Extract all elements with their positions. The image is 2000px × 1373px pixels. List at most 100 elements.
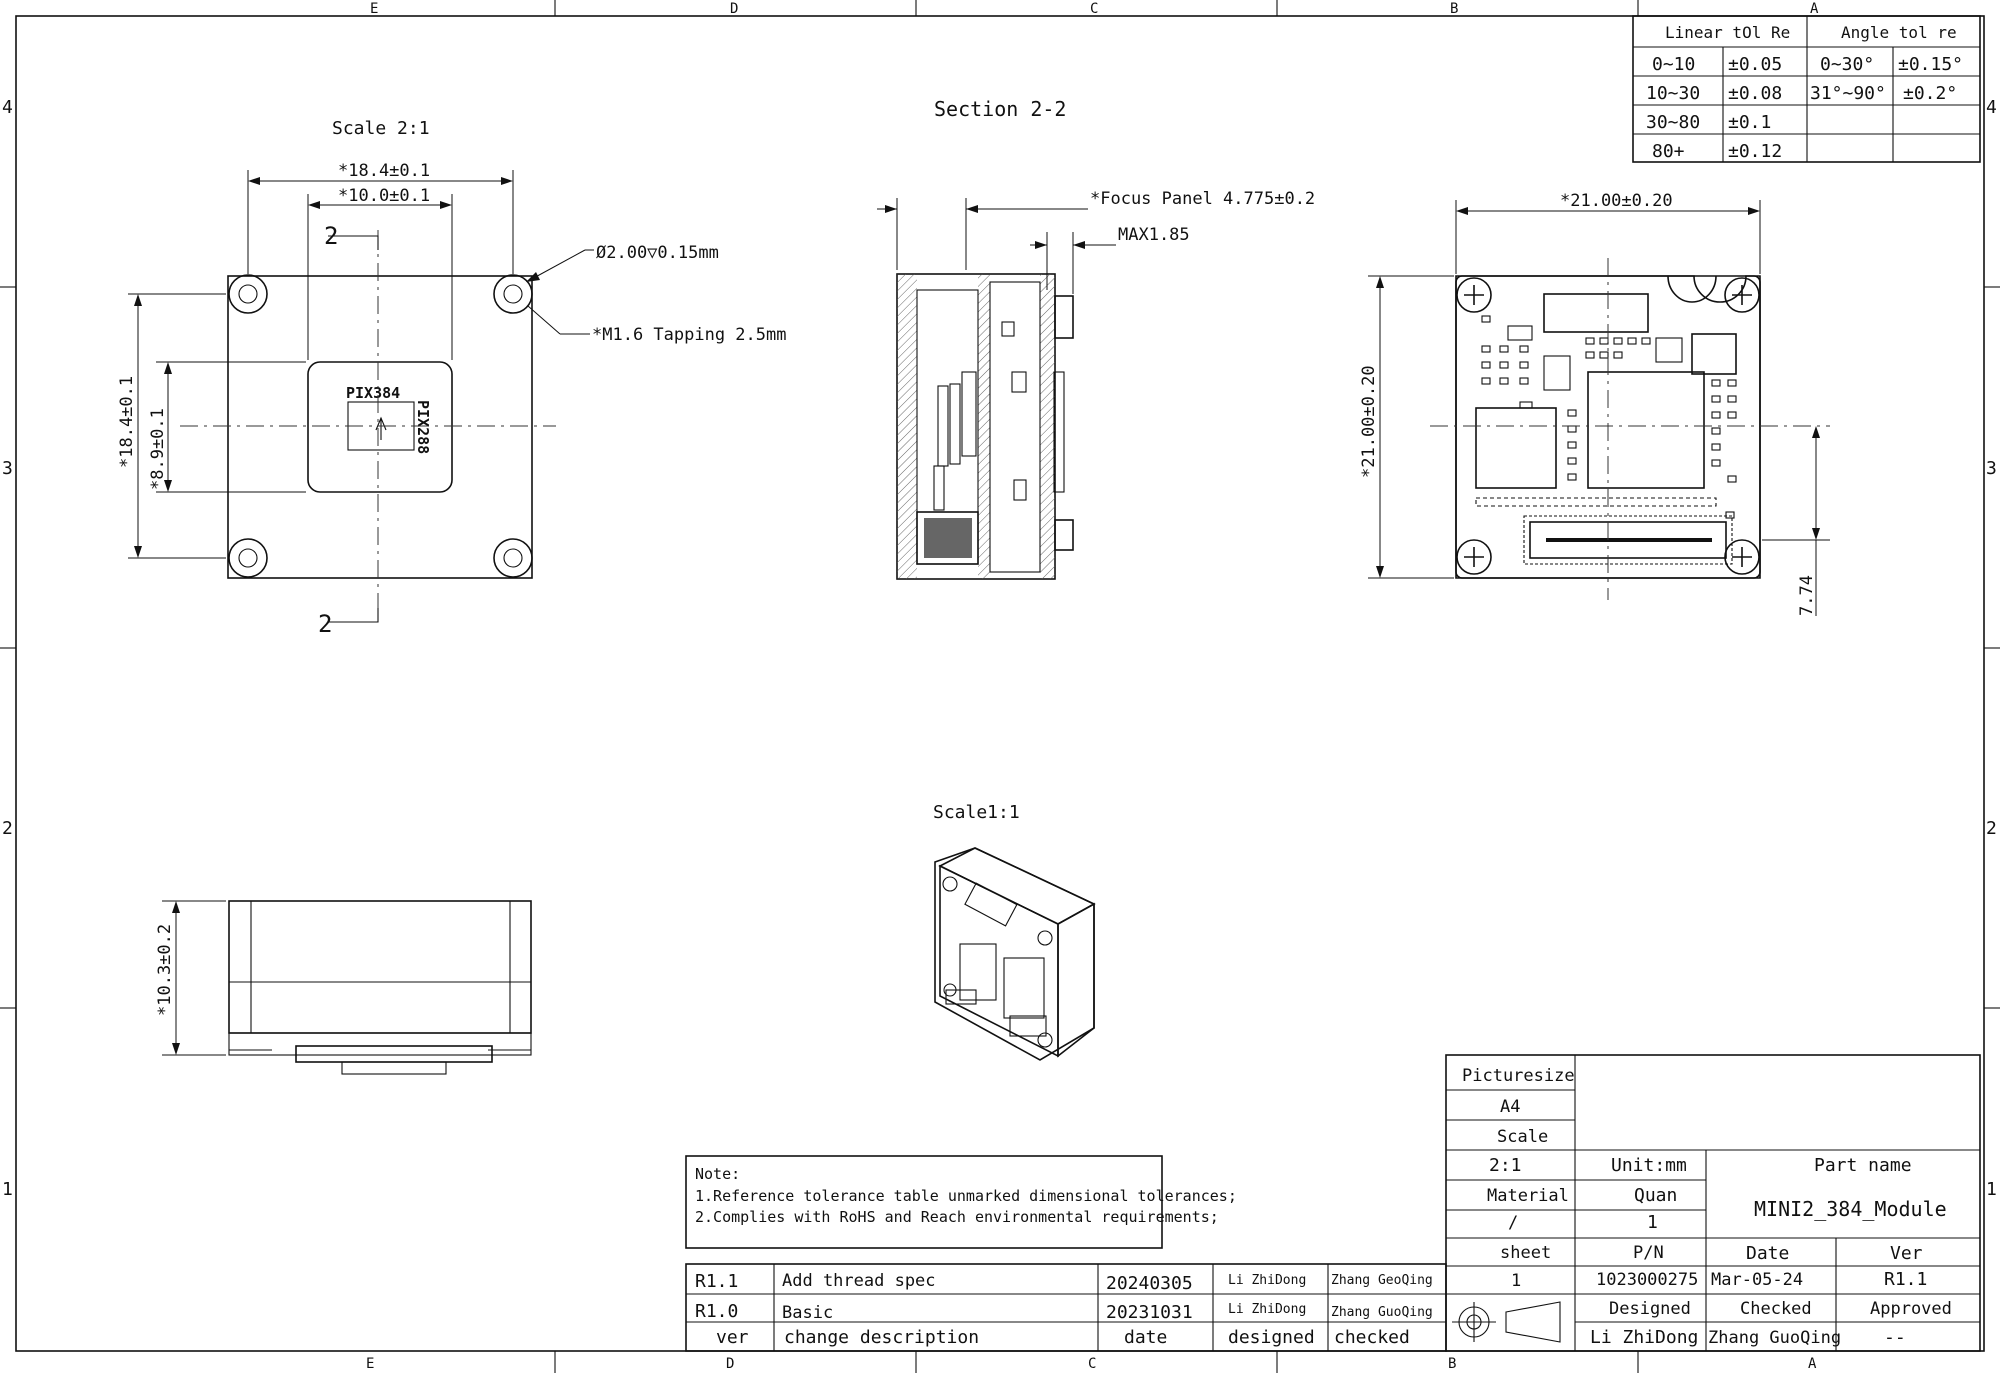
pcb-offset-dim: 7.74 <box>1797 575 1817 616</box>
picturesize-label: Picturesize <box>1462 1066 1575 1086</box>
rev-cell: Zhang GuoQing <box>1331 1305 1433 1320</box>
pn-label: P/N <box>1633 1243 1664 1263</box>
pcb-components <box>1475 315 1737 519</box>
projection-symbol-icon <box>1452 1301 1561 1343</box>
row-left-4: 4 <box>2 97 13 118</box>
focus-panel-dim: *Focus Panel 4.775±0.2 <box>1090 189 1315 209</box>
side-dim-height: *10.3±0.2 <box>155 924 175 1016</box>
checked-label: Checked <box>1740 1299 1812 1319</box>
tol-cell: 10~30 <box>1646 83 1700 104</box>
picturesize-value: A4 <box>1500 1097 1520 1117</box>
zone-top-c: C <box>1090 1 1098 17</box>
rev-cell: Zhang GeoQing <box>1331 1273 1433 1288</box>
material-label: Material <box>1487 1186 1569 1206</box>
row-right-3: 3 <box>1986 458 1997 479</box>
tol-cell: 0~30° <box>1820 54 1874 75</box>
scale-value: 2:1 <box>1489 1155 1522 1176</box>
rev-cell: R1.1 <box>695 1271 738 1292</box>
zone-bottom-e: E <box>366 1356 374 1372</box>
pn-value: 1023000275 <box>1596 1270 1698 1290</box>
section-mark-top: 2 <box>324 222 338 250</box>
date-label: Date <box>1746 1243 1789 1264</box>
rev-cell: R1.0 <box>695 1301 738 1322</box>
zone-bottom-c: C <box>1088 1356 1096 1372</box>
tol-cell: 0~10 <box>1652 54 1695 75</box>
side-housing <box>228 900 532 1034</box>
approved-label: Approved <box>1870 1299 1952 1319</box>
tol-cell: ±0.05 <box>1728 54 1782 75</box>
rev-header: date <box>1124 1327 1167 1348</box>
note-box: Note: 1.Reference tolerance table unmark… <box>685 1155 1237 1249</box>
zone-top-e: E <box>370 1 378 17</box>
mount-holes <box>228 274 533 578</box>
material-value: / <box>1508 1213 1518 1233</box>
row-right-1: 1 <box>1986 1179 1997 1200</box>
date-value: Mar-05-24 <box>1711 1270 1803 1290</box>
back-view: *21.00±0.20 *21.00±0.20 7.74 <box>1359 191 1830 616</box>
tol-header-angle: Angle tol re <box>1841 23 1957 42</box>
dim-inner-width: *10.0±0.1 <box>338 186 430 206</box>
checked-value: Zhang GuoQing <box>1708 1328 1841 1348</box>
row-right-2: 2 <box>1986 818 1997 839</box>
tol-cell: ±0.2° <box>1903 83 1957 104</box>
sensor-label-a: PIX384 <box>346 384 400 402</box>
tol-cell: 30~80 <box>1646 112 1700 133</box>
ver-value: R1.1 <box>1884 1269 1927 1290</box>
tolerance-table: Linear tOl Re Angle tol re 0~10 ±0.05 0~… <box>1632 15 1981 163</box>
zone-top-d: D <box>730 1 738 17</box>
rev-header: ver <box>716 1327 749 1348</box>
designed-value: Li ZhiDong <box>1590 1327 1698 1348</box>
part-name-label: Part name <box>1814 1155 1912 1176</box>
tol-cell: ±0.12 <box>1728 141 1782 162</box>
rev-cell: Li ZhiDong <box>1228 1273 1306 1288</box>
pcb-screws <box>1456 277 1760 575</box>
rev-cell: Basic <box>782 1303 833 1323</box>
zone-top-b: B <box>1450 1 1458 17</box>
rev-cell: 20231031 <box>1106 1302 1193 1323</box>
zone-top-a: A <box>1810 1 1819 17</box>
front-view: Scale 2:1 PIX384 PIX288 2 2 *18.4±0.1 <box>117 118 786 638</box>
revision-table: R1.1 Add thread spec 20240305 Li ZhiDong… <box>685 1263 1447 1352</box>
iso-scale-label: Scale1:1 <box>933 802 1020 823</box>
hole-callout: Ø2.00▽0.15mm <box>596 243 719 263</box>
tol-cell: ±0.08 <box>1728 83 1782 104</box>
note-line: Note: <box>695 1165 740 1183</box>
rev-header: designed <box>1228 1327 1315 1348</box>
tol-cell: 80+ <box>1652 141 1685 162</box>
note-line: 2.Complies with RoHS and Reach environme… <box>695 1208 1219 1226</box>
chip-left <box>1475 407 1557 489</box>
tol-cell: 31°~90° <box>1810 83 1886 104</box>
zone-bottom-b: B <box>1448 1356 1456 1372</box>
approved-value: -- <box>1884 1327 1906 1348</box>
zone-bottom-d: D <box>726 1356 734 1372</box>
ver-label: Ver <box>1890 1243 1923 1264</box>
max-dim: MAX1.85 <box>1118 225 1190 245</box>
row-left-1: 1 <box>2 1179 13 1200</box>
pcb-dim-height: *21.00±0.20 <box>1359 365 1379 478</box>
row-right-4: 4 <box>1986 97 1997 118</box>
dim-outer-width: *18.4±0.1 <box>338 161 430 181</box>
tol-header-linear: Linear tOl Re <box>1665 23 1790 42</box>
front-scale-label: Scale 2:1 <box>332 118 430 139</box>
row-left-3: 3 <box>2 458 13 479</box>
row-left-2: 2 <box>2 818 13 839</box>
tol-cell: ±0.1 <box>1728 112 1771 133</box>
rev-header: checked <box>1334 1327 1410 1348</box>
note-line: 1.Reference tolerance table unmarked dim… <box>695 1187 1237 1205</box>
rev-cell: 20240305 <box>1106 1273 1193 1294</box>
scale-label: Scale <box>1497 1127 1548 1147</box>
side-view: *10.3±0.2 <box>155 900 532 1075</box>
sensor-label-b: PIX288 <box>414 400 432 454</box>
chip-main <box>1587 371 1705 489</box>
bottom-connector <box>1529 521 1727 559</box>
thread-callout: *M1.6 Tapping 2.5mm <box>592 325 786 345</box>
quan-value: 1 <box>1647 1212 1658 1233</box>
sensor-window <box>307 361 453 493</box>
rev-cell: Li ZhiDong <box>1228 1302 1306 1317</box>
sheet-value: 1 <box>1511 1271 1521 1291</box>
part-name-value: MINI2_384_Module <box>1754 1197 1947 1221</box>
iso-view: Scale1:1 <box>933 802 1096 1061</box>
